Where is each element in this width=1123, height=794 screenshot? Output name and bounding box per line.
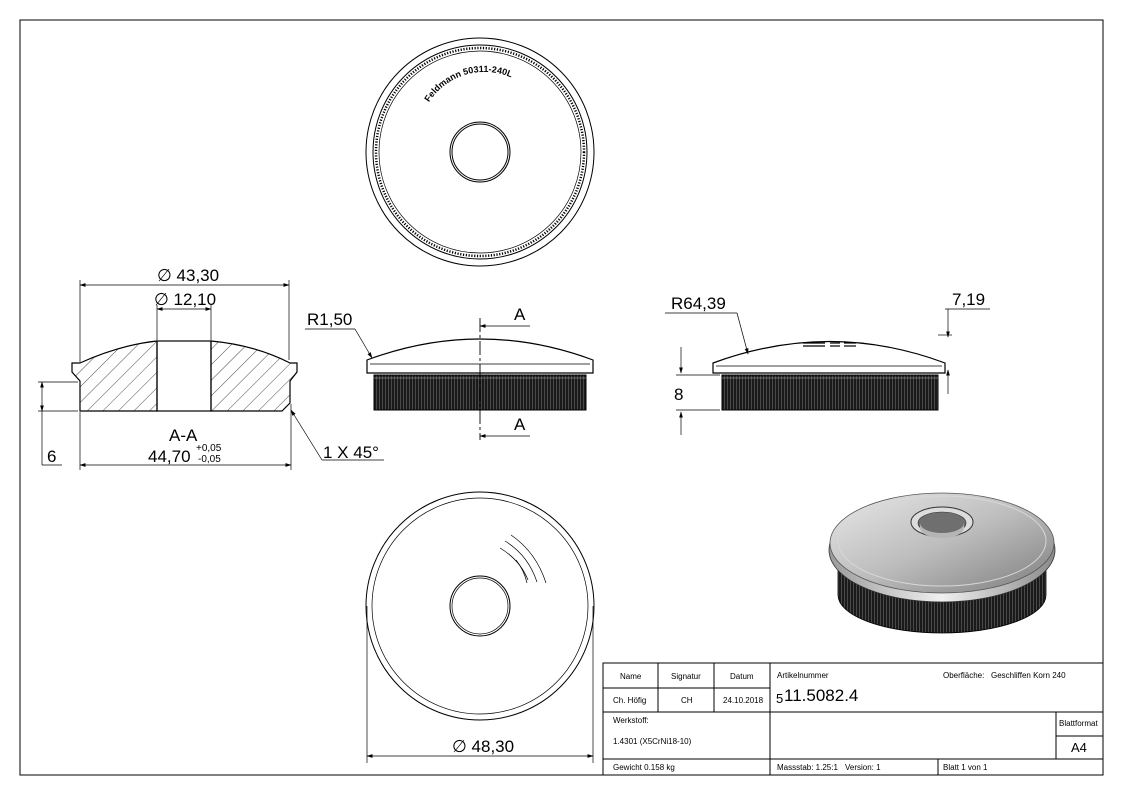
title-block: Name Signatur Datum Ch. Höfig CH 24.10.2… <box>602 662 1104 776</box>
tb-col-name: Name <box>620 672 642 681</box>
section-marker-top: A <box>514 305 526 324</box>
dim-height-right: 8 <box>674 385 683 404</box>
tb-surface-label: Oberfläche: <box>943 671 984 680</box>
tb-scale: Massstab: 1.25:1 <box>777 763 838 772</box>
section-label: A-A <box>169 426 198 445</box>
dim-radius-large: R64,39 <box>671 294 726 313</box>
tb-datum: 24.10.2018 <box>723 696 764 705</box>
dim-height-left: 6 <box>47 447 56 466</box>
dim-hole-diameter: ∅ 12,10 <box>154 290 216 309</box>
tb-col-signatur: Signatur <box>671 672 701 681</box>
front-view: A A R1,50 <box>305 305 594 440</box>
isometric-render <box>828 492 1056 634</box>
dim-tolerance-plus: +0,05 <box>196 443 222 454</box>
section-marker-bottom: A <box>514 415 526 434</box>
tb-artikel-prefix: 5 <box>776 691 783 706</box>
side-view: R64,39 7,19 8 <box>665 290 990 435</box>
dim-chamfer: 1 X 45° <box>323 443 379 462</box>
tb-name: Ch. Höfig <box>613 696 646 705</box>
dim-outer-diameter: ∅ 43,30 <box>157 266 219 285</box>
tb-weight: Gewicht 0.158 kg <box>613 763 675 772</box>
tb-version: Version: 1 <box>845 763 881 772</box>
dim-radius-small: R1,50 <box>307 310 352 329</box>
tb-artikel-label: Artikelnummer <box>777 671 829 680</box>
engraving-text: Feldmann 50311-240L <box>422 64 514 104</box>
dim-tolerance-minus: -0,05 <box>198 454 221 465</box>
bottom-view: ∅ 48,30 <box>365 491 595 763</box>
tb-artikel-number: 11.5082.4 <box>784 686 858 705</box>
tb-format-value: A4 <box>1071 740 1087 755</box>
tb-col-datum: Datum <box>730 672 754 681</box>
section-view: ∅ 43,30 ∅ 12,10 6 A-A 44,70 +0,05 -0,05 … <box>38 266 384 470</box>
tb-signatur: CH <box>681 696 693 705</box>
tb-material-value: 1.4301 (X5CrNi18-10) <box>613 737 692 746</box>
dim-width: 44,70 <box>148 447 191 466</box>
dim-dome-height: 7,19 <box>952 290 985 309</box>
dim-bottom-diameter: ∅ 48,30 <box>452 737 514 756</box>
tb-sheet: Blatt 1 von 1 <box>943 763 988 772</box>
tb-surface-value: Geschliffen Korn 240 <box>991 671 1066 680</box>
tb-format-label: Blattformat <box>1059 719 1098 728</box>
tb-material-label: Werkstoff: <box>613 716 649 725</box>
top-view: Feldmann 50311-240L <box>365 37 595 267</box>
sheet-border <box>19 19 1104 776</box>
